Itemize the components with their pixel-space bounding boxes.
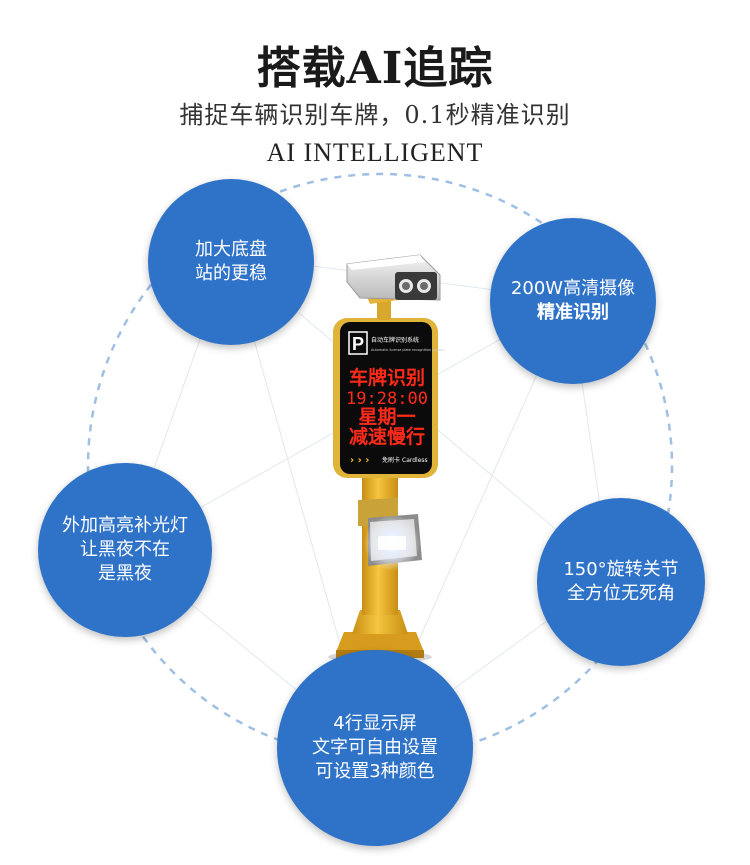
sign-header-cn: 自动车牌识别系统 [371, 336, 419, 344]
parking-logo [348, 331, 368, 355]
feature-bubble-camera: 200W高清摄像 精准识别 [490, 218, 656, 384]
camera [346, 254, 441, 301]
page-title: 搭载AI追踪 [256, 43, 494, 94]
led-line-2: 19:28:00 [346, 389, 428, 409]
feature-bubble-light: 外加高亮补光灯 让黑夜不在 是黑夜 [38, 463, 212, 637]
feature-display-line-1: 4行显示屏 [333, 713, 417, 734]
led-line-1: 车牌识别 [349, 366, 425, 389]
sign-footer-en: Cardless [402, 457, 428, 464]
feature-rotation-line-2: 全方位无死角 [567, 583, 675, 604]
dashed-ring [86, 172, 674, 760]
sign-footer-cn: 免刷卡 [382, 456, 400, 464]
feature-bubble-rotation: 150°旋转关节 全方位无死角 [537, 498, 705, 666]
feature-light-line-2: 让黑夜不在 [80, 539, 170, 560]
feature-rotation-line-1: 150°旋转关节 [563, 559, 679, 580]
led-line-4: 减速慢行 [349, 425, 425, 448]
barrier-device: P 自动车牌识别系统 Automatic license plate recog… [328, 254, 445, 663]
feature-light-line-3: 是黑夜 [98, 563, 152, 584]
feature-light-line-1: 外加高亮补光灯 [62, 515, 188, 536]
feature-chassis-line-2: 站的更稳 [195, 263, 267, 284]
feature-display-line-3: 可设置3种颜色 [315, 761, 435, 782]
sign-header-en: Automatic license plate recognition syst… [371, 348, 445, 352]
feature-camera-line-2: 精准识别 [537, 302, 609, 323]
feature-bubble-chassis: 加大底盘 站的更稳 [148, 179, 314, 345]
page-subtitle-english: AI INTELLIGENT [266, 138, 484, 167]
parking-letter: P [352, 334, 364, 354]
feature-camera-line-1: 200W高清摄像 [510, 278, 636, 299]
display-box: P 自动车牌识别系统 Automatic license plate recog… [333, 318, 445, 478]
feature-bubble-display: 4行显示屏 文字可自由设置 可设置3种颜色 [277, 650, 473, 846]
feature-chassis-line-1: 加大底盘 [195, 239, 267, 260]
sign-arrows: › › › [350, 455, 369, 466]
led-line-3: 星期一 [358, 406, 415, 428]
fill-light [358, 498, 422, 571]
page-subtitle: 捕捉车辆识别车牌，0.1秒精准识别 [179, 101, 571, 129]
feature-display-line-2: 文字可自由设置 [312, 737, 438, 758]
